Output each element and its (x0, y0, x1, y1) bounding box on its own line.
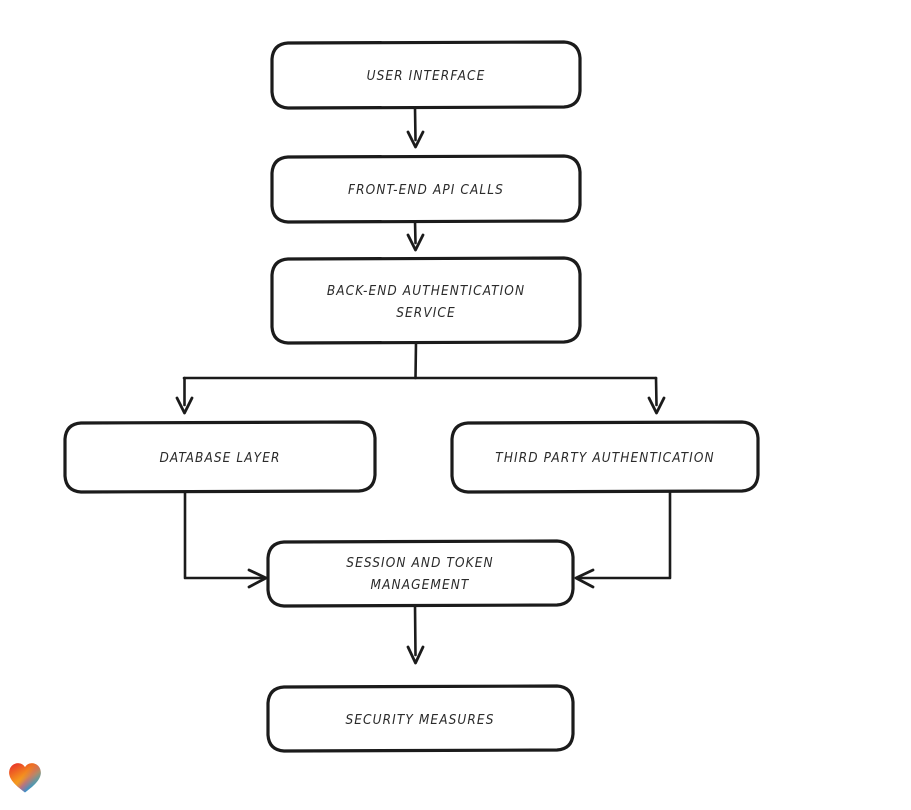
edge-database-to-session (183, 489, 268, 589)
node-label-user-interface: USER INTERFACE (367, 68, 486, 84)
heart-icon (8, 762, 42, 794)
edge-backend-to-thirdparty (647, 396, 666, 415)
edge-ui-to-frontend (406, 106, 425, 149)
node-label-front-end-api-calls: FRONT-END API CALLS (348, 182, 504, 198)
node-security-measures[interactable]: SECURITY MEASURES (266, 684, 575, 753)
node-label-back-end-auth-service-line2: SERVICE (396, 305, 456, 321)
edge-backend-split (182, 340, 658, 407)
node-label-back-end-auth-service-line1: BACK-END AUTHENTICATION (327, 283, 525, 299)
node-third-party-auth[interactable]: THIRD PARTY AUTHENTICATION (450, 420, 760, 494)
edge-thirdparty-to-session (574, 489, 672, 589)
node-label-session-token-management-line1: SESSION AND TOKEN (346, 555, 493, 571)
node-back-end-auth-service[interactable]: BACK-END AUTHENTICATION SERVICE (270, 256, 582, 345)
edge-backend-to-database (175, 396, 194, 415)
heart-icon-glyph (9, 763, 41, 793)
node-label-security-measures: SECURITY MEASURES (345, 712, 494, 728)
node-label-database-layer: DATABASE LAYER (159, 450, 280, 466)
node-session-token-management[interactable]: SESSION AND TOKEN MANAGEMENT (266, 539, 575, 608)
node-front-end-api-calls[interactable]: FRONT-END API CALLS (270, 154, 582, 224)
node-user-interface[interactable]: USER INTERFACE (270, 40, 582, 110)
node-label-session-token-management-line2: MANAGEMENT (371, 577, 470, 593)
node-label-third-party-auth: THIRD PARTY AUTHENTICATION (495, 450, 714, 466)
edge-session-to-security (406, 603, 425, 665)
node-database-layer[interactable]: DATABASE LAYER (63, 420, 377, 494)
edge-frontend-to-backend (406, 219, 425, 252)
